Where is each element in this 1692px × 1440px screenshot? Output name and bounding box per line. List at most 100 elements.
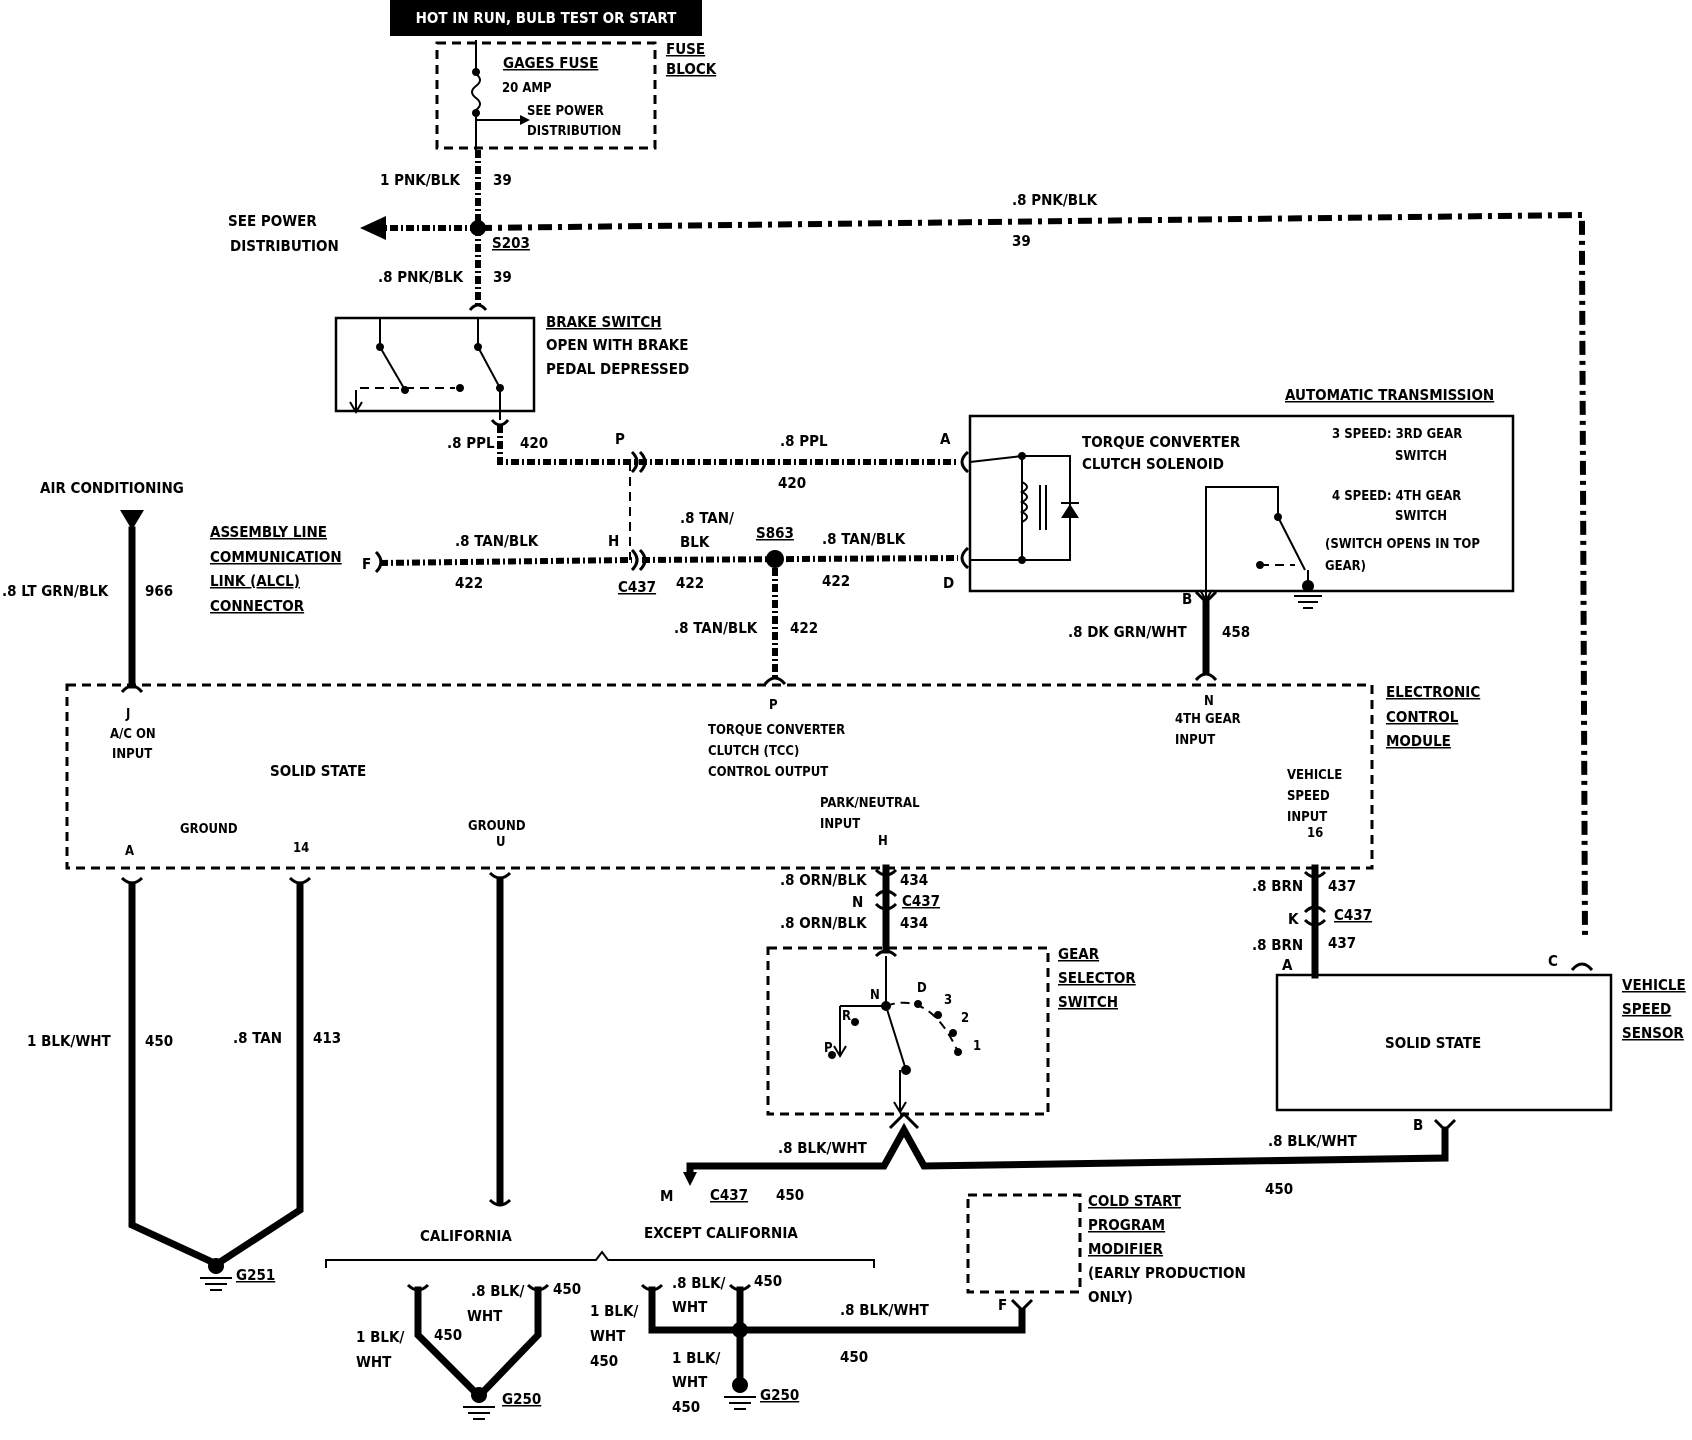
gear-switch-icon <box>1199 486 1309 602</box>
wire-450-g251 <box>128 882 217 1267</box>
ex-bot-num: 450 <box>672 1398 700 1416</box>
ground-icon-g251 <box>200 1258 232 1291</box>
ecm-title-line1: ELECTRONIC <box>1386 683 1480 701</box>
ecm-ac-line2: INPUT <box>112 747 152 762</box>
connector-c437-label-d: C437 <box>1334 906 1372 924</box>
ex-left-line1: 1 BLK/ <box>590 1302 638 1320</box>
gear-pos-3: 3 <box>944 993 952 1008</box>
gear-selector-title2: SELECTOR <box>1058 969 1136 987</box>
connector-ecm-A <box>120 876 144 885</box>
ecm-gear4-line1: 4TH GEAR <box>1175 712 1241 727</box>
wire-434b-gauge: .8 ORN/BLK <box>780 914 867 932</box>
wire-437a-num: 437 <box>1328 877 1356 895</box>
pin-trans-B: B <box>1182 590 1192 608</box>
connector-ground-u-end <box>488 1198 512 1207</box>
wire-450c-num: 450 <box>1265 1180 1293 1198</box>
ecm-box <box>65 683 1374 870</box>
alcl-line4: CONNECTOR <box>210 597 305 615</box>
wire-422d-gauge: .8 TAN/BLK <box>674 619 758 637</box>
wire-450b-gauge: .8 BLK/WHT <box>778 1139 868 1157</box>
wire-437b-num: 437 <box>1328 934 1356 952</box>
cal-right-num: 450 <box>553 1280 581 1298</box>
trans-note-line1: (SWITCH OPENS IN TOP <box>1325 537 1480 552</box>
ecm-title-line3: MODULE <box>1386 732 1451 750</box>
wire-420b-gauge: .8 PPL <box>780 432 828 450</box>
wire-437b-gauge: .8 BRN <box>1252 936 1303 954</box>
connector-ecm-N <box>1194 672 1218 682</box>
wire-966-num: 966 <box>145 582 173 600</box>
fuse-note-line2: DISTRIBUTION <box>527 124 621 139</box>
connector-cal-top <box>406 1283 550 1292</box>
ecm-vs-line3: INPUT <box>1287 810 1327 825</box>
connector-trans-D <box>960 546 970 570</box>
gear-pos-P: P <box>824 1041 833 1056</box>
connector-c437-label-c: C437 <box>710 1186 748 1204</box>
splice-ex <box>732 1322 748 1338</box>
brake-switch-icon <box>349 318 504 420</box>
wire-420 <box>497 425 958 465</box>
pin-ecm-N: N <box>1204 694 1214 709</box>
power-dist-line2: DISTRIBUTION <box>230 237 339 255</box>
cold-start-box <box>966 1193 1082 1294</box>
ecm-tcc-line3: CONTROL OUTPUT <box>708 765 828 780</box>
connector-ecm-14 <box>288 876 312 885</box>
connector-c437-label-a: C437 <box>618 578 656 596</box>
pin-ecm-16: 16 <box>1307 826 1323 841</box>
wire-422b-num: 422 <box>676 574 704 592</box>
pin-vss-C: C <box>1548 952 1558 970</box>
wire-450c-gauge: .8 BLK/WHT <box>1268 1132 1358 1150</box>
wire-39-brake-num: 39 <box>493 268 512 286</box>
splice-s203-label: S203 <box>492 234 530 252</box>
wire-458-num: 458 <box>1222 623 1250 641</box>
gear-pos-D: D <box>917 981 927 996</box>
ecm-ac-line1: A/C ON <box>110 727 156 742</box>
wire-450b-num: 450 <box>776 1186 804 1204</box>
wire-413-gauge: .8 TAN <box>233 1029 282 1047</box>
fuse-note-line1: SEE POWER <box>527 104 604 119</box>
connector-c437-P <box>630 450 647 474</box>
trans-note-line2: GEAR) <box>1325 559 1366 574</box>
gear-selector-icon <box>828 956 962 1114</box>
pin-ecm-A: A <box>125 844 134 859</box>
wire-422b-gauge1: .8 TAN/ <box>680 509 734 527</box>
ground-g250a-label: G250 <box>502 1390 541 1408</box>
connector-trans-A <box>960 450 970 474</box>
connector-csp-F <box>1010 1298 1034 1313</box>
ecm-pn-line2: INPUT <box>820 817 860 832</box>
ground-icon-g250a <box>463 1387 495 1420</box>
pin-trans-A: A <box>940 430 951 448</box>
wire-39-vss <box>477 211 1588 941</box>
ecm-vs-line1: VEHICLE <box>1287 768 1342 783</box>
ex-left-line2: WHT <box>590 1327 626 1345</box>
ground-icon-trans <box>1294 580 1322 609</box>
wire-422a-num: 422 <box>455 574 483 592</box>
wire-422-s863 <box>641 555 959 563</box>
wire-ex-bottom <box>648 1308 1026 1334</box>
wire-cal-left <box>414 1286 480 1397</box>
pin-ecm-J: J <box>125 707 130 722</box>
connector-vss-B <box>1433 1118 1457 1133</box>
pin-vss-B: B <box>1413 1116 1423 1134</box>
connector-trans-B <box>1194 590 1218 605</box>
sw4-line2: SWITCH <box>1395 509 1447 524</box>
wire-450-gear <box>686 1122 1449 1174</box>
alcl-line1: ASSEMBLY LINE <box>210 523 327 541</box>
fuse-block-line1: FUSE <box>666 40 705 58</box>
wire-cal-right <box>478 1286 542 1397</box>
alcl-line3: LINK (ALCL) <box>210 572 300 590</box>
transmission-title: AUTOMATIC TRANSMISSION <box>1285 386 1494 404</box>
power-label: HOT IN RUN, BULB TEST OR START <box>416 9 677 27</box>
region-except-california: EXCEPT CALIFORNIA <box>644 1224 798 1242</box>
wire-422d-num: 422 <box>790 619 818 637</box>
power-dist-line1: SEE POWER <box>228 212 317 230</box>
ecm-solid-state: SOLID STATE <box>270 762 366 780</box>
tcc-line1: TORQUE CONVERTER <box>1082 433 1241 451</box>
pin-c437-M: M <box>660 1187 673 1205</box>
wire-422-alcl <box>379 557 633 566</box>
sw3-line1: 3 SPEED: 3RD GEAR <box>1332 427 1462 442</box>
c437-M-arrow <box>683 1172 697 1186</box>
pin-ecm-P: P <box>769 698 778 713</box>
vss-title-line2: SPEED <box>1622 1000 1671 1018</box>
wire-422c-gauge: .8 TAN/BLK <box>822 530 906 548</box>
pin-c437-P: P <box>615 430 625 448</box>
